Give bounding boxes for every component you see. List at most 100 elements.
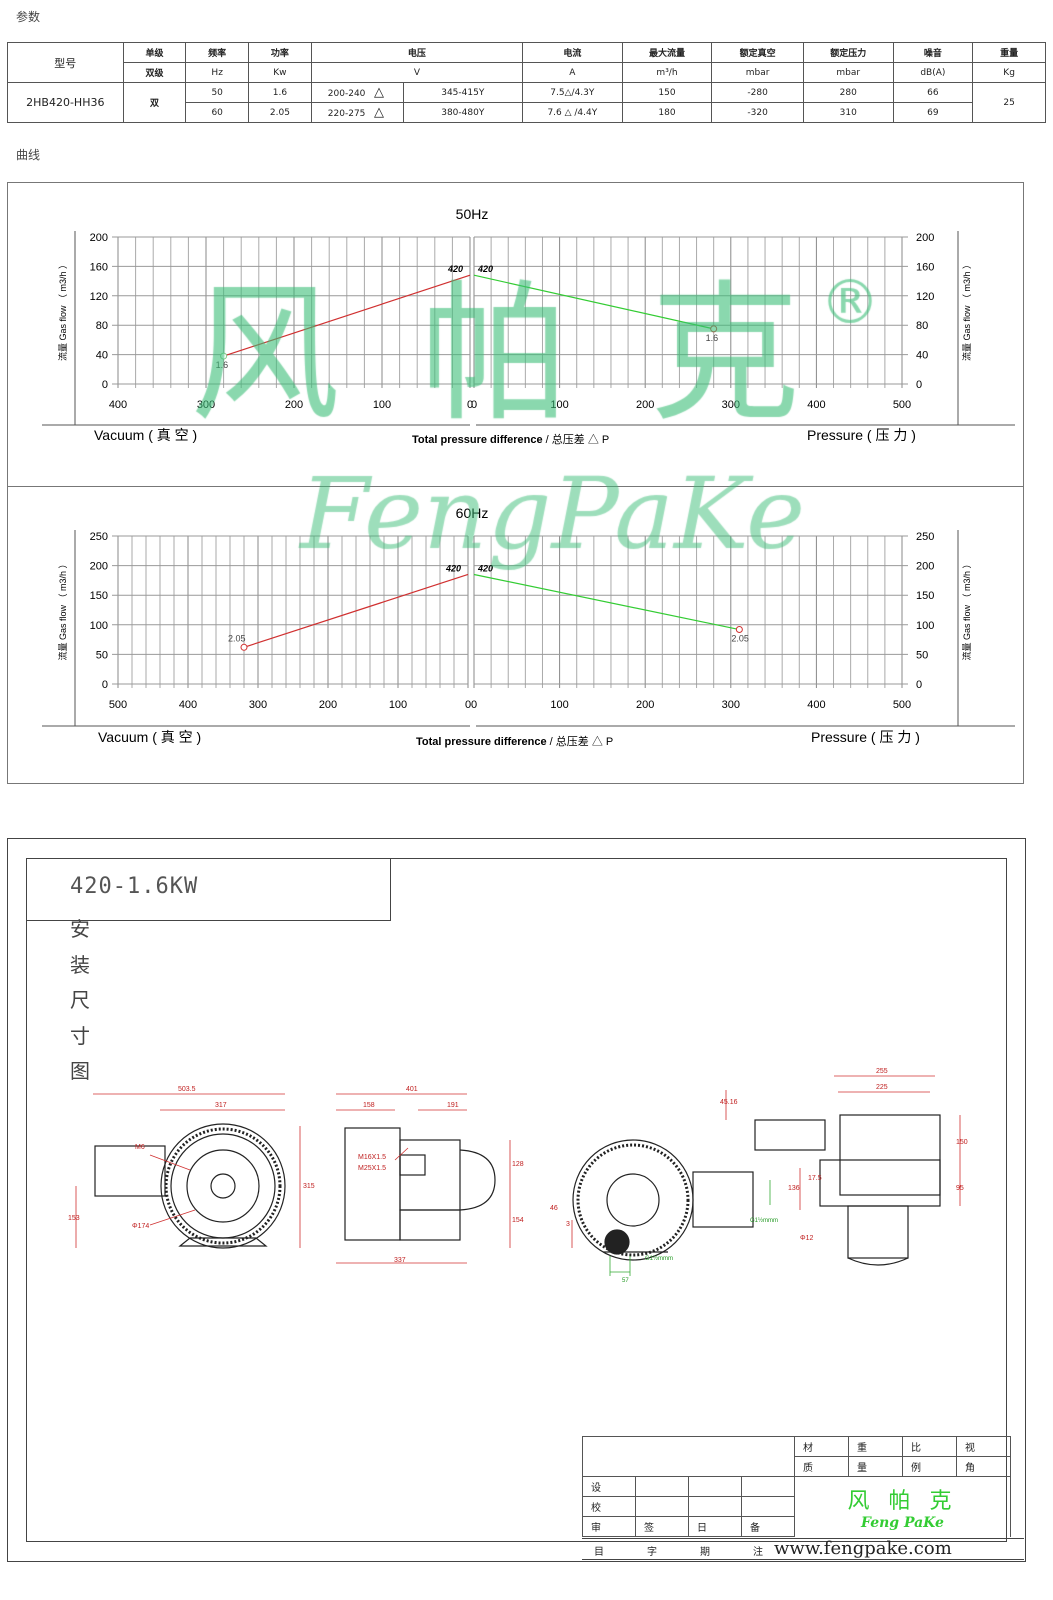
drawing-title-box [26,858,391,921]
tb-scale-bottom: 例 [902,1456,957,1477]
unit-stage: 双级 [122,62,187,83]
y-tick-label-right: 100 [916,620,934,632]
section-curves-label: 曲线 [16,148,41,162]
max-flow-label: 420 [477,264,493,274]
tb-scale-top: 比 [902,1436,957,1457]
dim-154: 154 [512,1217,524,1224]
x-tick-label-pressure: 400 [807,699,825,711]
pressure-label: Pressure ( 压 力 ) [811,729,920,745]
x-tick-label-pressure: 0 [471,399,477,411]
chart-title: 50Hz [456,206,489,222]
header-current: 电流 [522,42,623,63]
x-tick-label-vacuum: 100 [389,699,407,711]
pressure-cell: 280 [802,82,894,103]
dim-136: 136 [788,1185,800,1192]
dim-225: 225 [876,1084,888,1091]
y-tick-label-right: 120 [916,291,934,303]
voltage-star-cell: 345-415Y [402,82,524,103]
dim-128: 128 [512,1161,524,1168]
header-freq: 频率 [185,42,250,63]
title-block-blank [582,1436,795,1477]
installation-drawings: 503.5 317 M6 315 153 Φ174 401 158 191 M1… [68,1068,968,1284]
x-tick-label-pressure: 300 [722,699,740,711]
operating-point-label: 2.05 [228,633,246,643]
unit-noise: dB(A) [892,62,974,83]
dim-317: 317 [215,1102,227,1109]
y-axis-label-right: 流量 Gas flow （ m3/h ） [961,260,972,361]
current-cell: 7.6 △ /4.4Y [522,102,623,123]
y-tick-label-left: 100 [90,620,108,632]
operating-point [240,643,248,651]
voltage-delta: 200-240 [327,89,366,99]
current-cell: 7.5△/4.3Y [522,82,623,103]
chart-title: 60Hz [456,505,489,521]
vacuum-label: Vacuum ( 真 空 ) [94,427,197,443]
drawing-title: 420-1.6KW [70,874,199,899]
dim-158: 158 [363,1102,375,1109]
operating-point-label: 2.05 [731,634,749,644]
y-tick-label-right: 200 [916,232,934,244]
voltage-delta-cell: 200-240 △ [310,82,404,103]
header-stage: 单级 [122,42,187,63]
x-tick-label-vacuum: 300 [249,699,267,711]
dim-46: 46 [550,1205,558,1212]
x-tick-label-vacuum: 100 [373,399,391,411]
tb-footer-bottom: 目 [594,1547,604,1558]
dim-150: 150 [956,1139,968,1146]
drawing-frame [7,838,1026,1562]
dim-m16: M16X1.5 [358,1154,386,1161]
freq-cell: 50 [185,82,250,103]
y-tick-label-left: 250 [90,531,108,543]
side-view-blower [344,1127,496,1241]
subtitle-char: 寸 [70,1023,90,1048]
dim-45-16: 45.16 [720,1099,738,1106]
unit-freq: Hz [185,62,250,83]
unit-weight: Kg [972,62,1046,83]
y-tick-label-right: 40 [916,350,928,362]
website-link[interactable]: www.fengpake.com [774,1538,952,1559]
x-tick-label-vacuum: 200 [319,699,337,711]
operating-point [220,352,228,360]
y-tick-label-left: 80 [96,320,108,332]
vacuum-label: Vacuum ( 真 空 ) [98,729,201,745]
max-flow-cell: 150 [621,82,713,103]
subtitle-char: 安 [70,917,90,941]
weight-cell: 25 [972,82,1046,123]
dim-phi174: Φ174 [132,1223,149,1230]
tb-footer-top: 签 [635,1516,689,1537]
dim-191: 191 [447,1102,459,1109]
x-tick-label-pressure: 300 [722,399,740,411]
tb-weight-top: 重 [848,1436,903,1457]
dim-315: 315 [303,1183,315,1190]
dim-255: 255 [876,1068,888,1075]
unit-pressure: mbar [802,62,894,83]
y-axis-label-left: 流量 Gas flow （ m3/h ） [57,260,68,361]
y-tick-label-left: 160 [90,261,108,273]
vacuum-cell: -280 [711,82,804,103]
title-block: 材 重 比 视 质 量 例 角 设 风 帕 克 Feng PaKe 校 审 签 … [582,1436,1011,1537]
y-tick-label-right: 0 [916,379,922,391]
dim-153: 153 [68,1215,80,1222]
front-view-blower [94,1123,286,1249]
tb-footer-row: 目 字 期 注 www.fengpake.com [582,1538,1024,1560]
y-tick-label-right: 160 [916,261,934,273]
y-tick-label-left: 0 [102,679,108,691]
y-tick-label-left: 200 [90,232,108,244]
tb-footer-bottom: 字 [647,1547,657,1558]
y-tick-label-right: 0 [916,679,922,691]
operating-point [735,626,743,634]
max-flow-label: 420 [447,264,463,274]
header-power: 功率 [248,42,312,63]
y-tick-label-right: 250 [916,531,934,543]
x-tick-label-vacuum: 500 [109,699,127,711]
x-tick-label-pressure: 500 [893,699,911,711]
delta-symbol: △ [374,105,384,120]
dim-phi12: Φ12 [800,1235,813,1242]
x-tick-label-pressure: 100 [550,699,568,711]
dim-95: 95 [956,1185,964,1192]
operating-point-label: 1.6 [216,360,229,370]
noise-cell: 69 [892,102,974,123]
subtitle-char: 装 [70,952,90,977]
dim-401: 401 [406,1086,418,1093]
power-cell: 1.6 [248,82,312,103]
